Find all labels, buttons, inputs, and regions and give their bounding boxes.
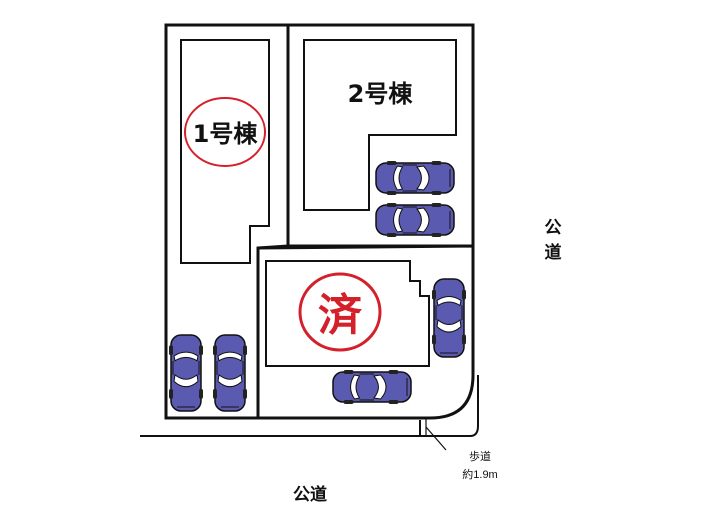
parked-car-icon: [332, 370, 412, 404]
sidewalk-label: 歩道: [469, 451, 491, 463]
sidewalk-width-label: 約1.9m: [462, 469, 498, 481]
parking-cars: [169, 161, 466, 412]
sidewalk-dimension-marker: [422, 417, 447, 451]
building-3-footprint: [265, 260, 430, 367]
parked-car-icon: [213, 334, 247, 412]
sold-stamp-label: 済: [318, 290, 363, 341]
building-2-footprint: [303, 39, 457, 211]
public-road-bottom-label: 公道: [293, 485, 327, 505]
sidewalk-annotation: 歩道 約1.9m: [440, 448, 520, 484]
public-road-right-label: 公 道: [540, 216, 566, 266]
building-1-label: 1号棟: [193, 120, 259, 148]
public-road-right-char-2: 道: [544, 243, 562, 263]
building-1-footprint: [180, 39, 270, 264]
lot-outlines: [164, 23, 475, 420]
building-1-sold-circle: [184, 97, 266, 167]
road-edge: [140, 375, 479, 437]
lot-3-boundary: [257, 244, 475, 420]
parked-car-icon: [375, 203, 455, 237]
parked-car-icon: [169, 334, 203, 412]
sold-stamp-circle: [298, 272, 382, 352]
building-2-label: 2号棟: [348, 80, 414, 108]
public-road-right-char-1: 公: [544, 218, 562, 238]
parked-car-icon: [375, 161, 455, 195]
parked-car-icon: [432, 278, 466, 358]
